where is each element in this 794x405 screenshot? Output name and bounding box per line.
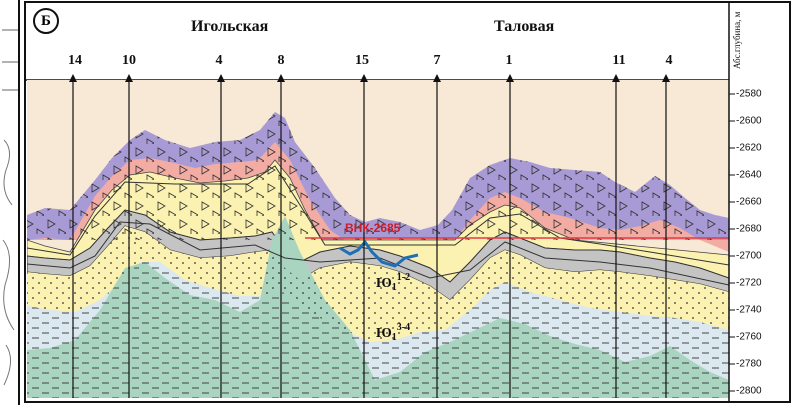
depth-tick: -2760 xyxy=(736,331,762,343)
well-head-4b xyxy=(662,74,670,82)
depth-tick: -2740 xyxy=(736,304,762,316)
field-name-left: Игольская xyxy=(191,18,269,35)
depth-tick: -2600 xyxy=(736,115,762,127)
well-label-8: 8 xyxy=(277,53,285,68)
hatch-clay xyxy=(27,262,729,398)
depth-tick: -2700 xyxy=(736,250,762,262)
well-head-10 xyxy=(125,74,133,82)
well-label-11: 11 xyxy=(612,53,626,68)
depth-tick: -2580 xyxy=(736,88,762,100)
well-head-7 xyxy=(433,74,441,82)
hatch-sand xyxy=(27,226,729,342)
well-label-7: 7 xyxy=(433,53,441,68)
well-label-10: 10 xyxy=(122,53,136,68)
well-lines xyxy=(72,78,667,398)
well-head-1 xyxy=(506,74,514,82)
interbed-line-2 xyxy=(27,221,729,286)
unit-lower-sub: 1 xyxy=(391,332,397,343)
well-head-11 xyxy=(612,74,620,82)
well-heads xyxy=(69,74,670,82)
well-head-15 xyxy=(360,74,368,82)
adjacent-panel-edge xyxy=(0,0,22,405)
unit-lower-base: Ю xyxy=(376,326,392,341)
well-label-4b: 4 xyxy=(665,53,673,68)
owc-label: ВНК-2685 xyxy=(345,221,401,235)
depth-axis-ticks xyxy=(729,93,735,392)
interbed-line-1 xyxy=(27,165,729,266)
depth-axis-title: Абс.глубина, м xyxy=(732,11,742,69)
hatch-cap xyxy=(27,112,729,240)
well-head-14 xyxy=(69,74,77,82)
oil-contact-line xyxy=(339,239,419,268)
well-label-15: 15 xyxy=(355,53,369,68)
panel-label: Б xyxy=(33,8,59,34)
well-label-14: 14 xyxy=(68,53,82,68)
unit-upper-sup: 1-2 xyxy=(396,272,411,283)
well-head-8 xyxy=(277,74,285,82)
unit-lower-sup: 3-4 xyxy=(396,322,411,333)
depth-tick: -2680 xyxy=(736,223,762,235)
unit-upper-sub: 1 xyxy=(391,282,397,293)
well-head-4a xyxy=(217,74,225,82)
unit-label-upper: Ю11-2 xyxy=(376,272,410,293)
depth-tick: -2660 xyxy=(736,196,762,208)
field-name-right: Таловая xyxy=(494,18,555,35)
depth-tick: -2800 xyxy=(736,385,762,397)
depth-tick: -2620 xyxy=(736,142,762,154)
unit-upper-base: Ю xyxy=(376,276,392,291)
well-label-4a: 4 xyxy=(215,53,223,68)
depth-tick: -2720 xyxy=(736,277,762,289)
well-label-1: 1 xyxy=(505,53,513,68)
depth-tick: -2780 xyxy=(736,358,762,370)
depth-tick: -2640 xyxy=(736,169,762,181)
unit-label-lower: Ю13-4 xyxy=(376,322,410,343)
